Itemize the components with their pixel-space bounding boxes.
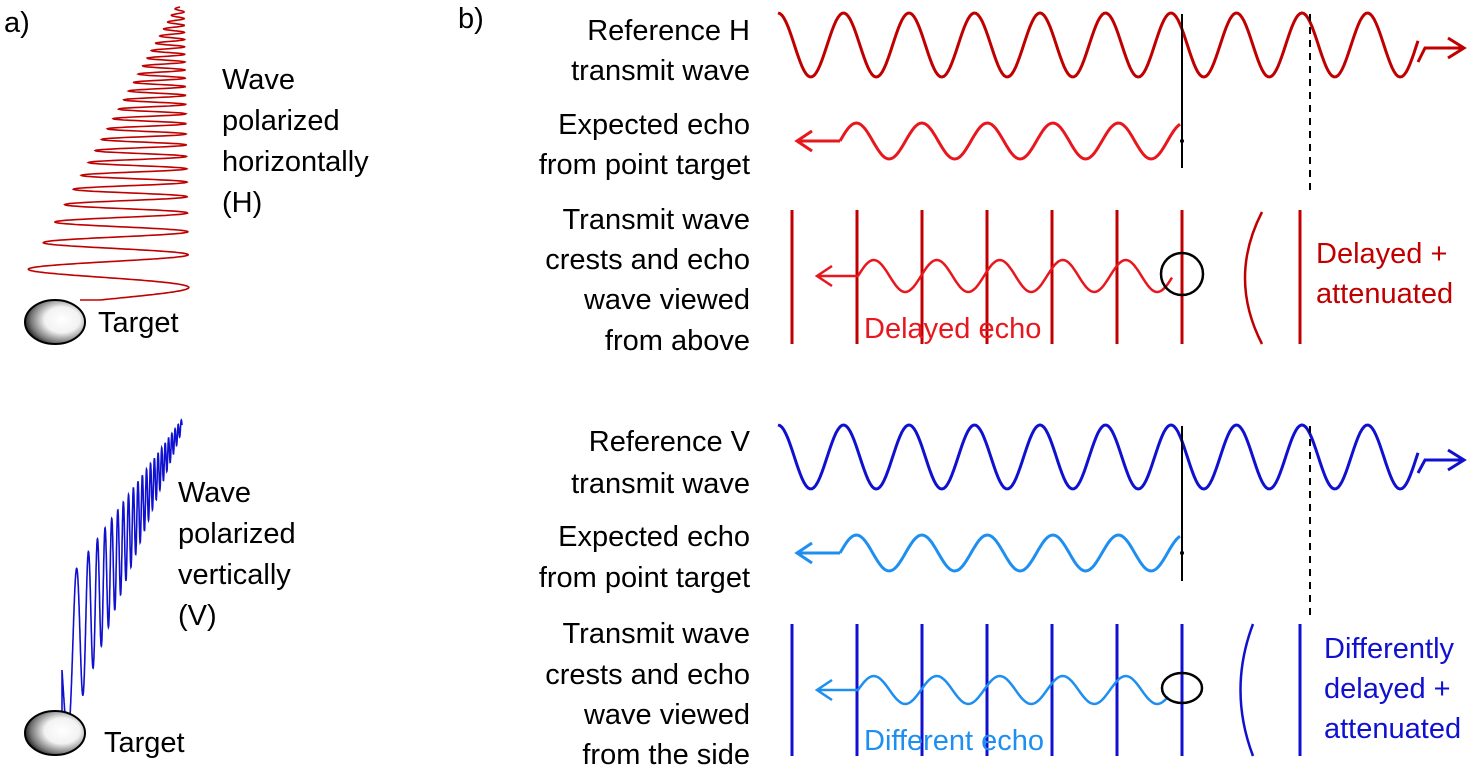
- h-expected-echo-wave: [838, 121, 1181, 161]
- panel-b-label: b): [458, 3, 484, 35]
- v-echo-label: Different echo: [864, 725, 1044, 757]
- v-crests-label-2: crests and echo: [545, 659, 750, 691]
- h-attenuation-bracket: [1243, 211, 1264, 345]
- h-wave-label-2: polarized: [222, 105, 340, 137]
- h-wave-label-3: horizontally: [222, 146, 369, 178]
- h-reference-label-1: Reference H: [587, 15, 750, 47]
- h-crests-label-1: Transmit wave: [563, 204, 750, 236]
- h-note-2: attenuated: [1316, 278, 1453, 310]
- panel-a: a) Wave polarized horizontally (H) Targe…: [4, 6, 369, 759]
- vertical-target-icon: [24, 710, 86, 756]
- horizontal-target-icon: [24, 299, 86, 345]
- h-target-label: Target: [98, 307, 179, 339]
- h-note-1: Delayed +: [1316, 238, 1447, 270]
- vertical-section: Reference V transmit wave Expected echo …: [539, 423, 1467, 771]
- v-note-3: attenuated: [1324, 713, 1461, 745]
- v-different-echo-arrow: [814, 678, 858, 702]
- v-target-label: Target: [104, 727, 185, 759]
- v-expected-label-2: from point target: [539, 562, 750, 594]
- v-target-ellipse: [1160, 671, 1204, 705]
- v-wave-label-3: vertically: [178, 559, 291, 591]
- v-attenuation-bracket: [1239, 623, 1255, 757]
- v-note-2: delayed +: [1324, 673, 1451, 705]
- v-echo-dot: [1180, 551, 1184, 555]
- v-expected-echo-arrow: [794, 541, 840, 565]
- h-crests-label-2: crests and echo: [545, 244, 750, 276]
- v-crest-lines: [790, 624, 1302, 756]
- h-crests-label-4: from above: [605, 325, 750, 357]
- v-reference-label-2: transmit wave: [571, 468, 750, 500]
- h-reference-arrow: [1416, 36, 1467, 63]
- horizontal-section: Reference H transmit wave Expected echo …: [539, 11, 1467, 357]
- v-expected-label-1: Expected echo: [558, 521, 750, 553]
- h-expected-echo-arrow: [794, 129, 840, 153]
- v-note-1: Differently: [1324, 633, 1455, 665]
- v-different-echo-wave: [856, 674, 1169, 706]
- h-delayed-echo-arrow: [814, 264, 858, 288]
- v-reference-wave: [777, 423, 1420, 491]
- v-crests-label-4: from the side: [582, 739, 750, 771]
- h-target-circle: [1159, 251, 1205, 297]
- h-wave-label-1: Wave: [222, 64, 295, 96]
- v-wave-label-2: polarized: [178, 518, 296, 550]
- v-expected-echo-wave: [838, 533, 1181, 573]
- h-expected-label-1: Expected echo: [558, 109, 750, 141]
- h-expected-label-2: from point target: [539, 149, 750, 181]
- panel-b: b) Reference H transmit wave Expected ec…: [458, 3, 1467, 771]
- v-reference-label-1: Reference V: [589, 426, 751, 458]
- h-echo-dot: [1180, 139, 1184, 143]
- v-wave-label-1: Wave: [178, 477, 251, 509]
- h-wave-label-4: (H): [222, 187, 262, 219]
- h-reference-wave: [777, 11, 1420, 79]
- h-reference-label-2: transmit wave: [571, 55, 750, 87]
- panel-a-label: a): [4, 7, 30, 39]
- v-crests-label-3: wave viewed: [583, 699, 750, 731]
- v-reference-arrow: [1416, 448, 1467, 474]
- horizontal-wave: [27, 6, 190, 301]
- h-crests-label-3: wave viewed: [583, 284, 750, 316]
- h-delayed-echo-wave: [856, 258, 1174, 294]
- v-wave-label-4: (V): [178, 600, 217, 632]
- v-crests-label-1: Transmit wave: [563, 618, 750, 650]
- h-echo-label: Delayed echo: [864, 313, 1041, 345]
- vertical-wave: [61, 418, 183, 736]
